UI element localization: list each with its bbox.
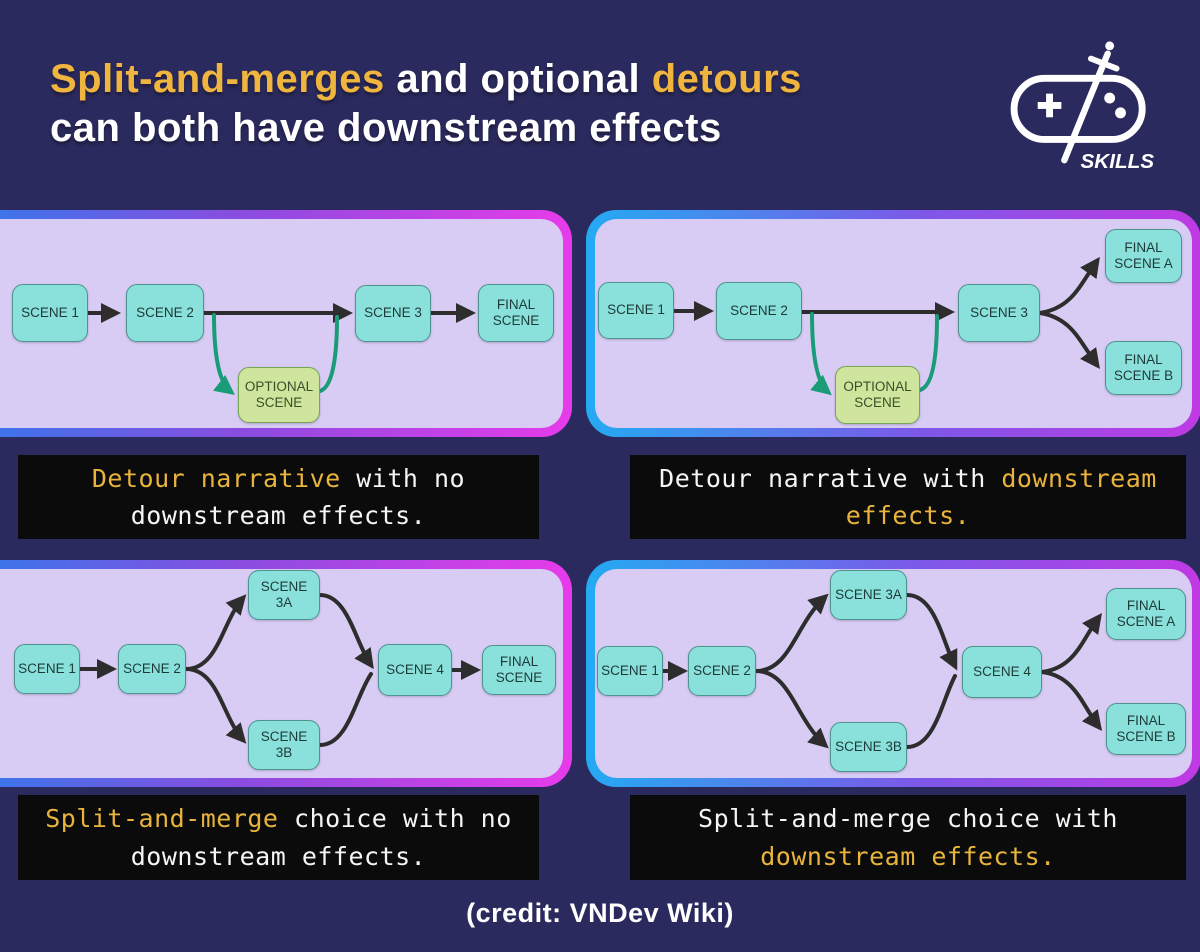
p2-scene-2: SCENE 2: [716, 282, 802, 340]
p1-scene-2: SCENE 2: [126, 284, 204, 342]
logo-wordmark: SKILLS: [1080, 150, 1154, 172]
caption-highlight: Split-and-merge: [45, 804, 279, 833]
p2-scene-1: SCENE 1: [598, 282, 674, 339]
page-title: Split-and-merges and optional detours ca…: [50, 55, 802, 153]
p4-scene-2: SCENE 2: [688, 646, 756, 696]
caption-split-no-downstream: Split-and-merge choice with no downstrea…: [18, 795, 539, 880]
title-line-1: Split-and-merges and optional detours: [50, 57, 802, 101]
caption-highlight: downstream effects.: [845, 463, 1157, 531]
title-line-2: can both have downstream effects: [50, 106, 722, 150]
p3-scene-4: SCENE 4: [378, 644, 452, 696]
credit-line: (credit: VNDev Wiki): [466, 898, 734, 928]
caption-detour-no-downstream: Detour narrative with no downstream effe…: [18, 455, 539, 539]
caption-detour-downstream: Detour narrative with downstream effects…: [630, 455, 1186, 539]
caption-highlight: Detour narrative: [91, 463, 341, 493]
p1-final-scene: FINAL SCENE: [478, 284, 554, 342]
p3-scene-3a: SCENE 3A: [248, 570, 320, 620]
caption-split-downstream: Split-and-merge choice with downstream e…: [630, 795, 1186, 880]
p3-scene-2: SCENE 2: [118, 644, 186, 694]
p1-scene-1: SCENE 1: [12, 284, 88, 342]
p4-final-scene-a: FINAL SCENE A: [1106, 588, 1186, 640]
gd-skills-logo-icon: SKILLS: [1010, 41, 1154, 172]
p3-scene-1: SCENE 1: [14, 644, 80, 694]
p3-scene-3b: SCENE 3B: [248, 720, 320, 770]
p4-scene-3a: SCENE 3A: [830, 570, 907, 620]
p1-scene-3: SCENE 3: [355, 285, 431, 342]
p2-final-scene-a: FINAL SCENE A: [1105, 229, 1182, 283]
caption-highlight: downstream effects.: [760, 841, 1056, 871]
p2-optional-scene: OPTIONAL SCENE: [835, 366, 920, 424]
title-highlight-1: Split-and-merges: [50, 57, 385, 101]
p3-final-scene: FINAL SCENE: [482, 645, 556, 695]
p4-scene-3b: SCENE 3B: [830, 722, 907, 772]
p2-scene-3: SCENE 3: [958, 284, 1040, 342]
p4-scene-4: SCENE 4: [962, 646, 1042, 698]
p4-scene-1: SCENE 1: [597, 646, 663, 696]
p1-optional-scene: OPTIONAL SCENE: [238, 367, 320, 423]
p2-final-scene-b: FINAL SCENE B: [1105, 341, 1182, 395]
p4-final-scene-b: FINAL SCENE B: [1106, 703, 1186, 755]
title-highlight-2: detours: [651, 57, 802, 101]
